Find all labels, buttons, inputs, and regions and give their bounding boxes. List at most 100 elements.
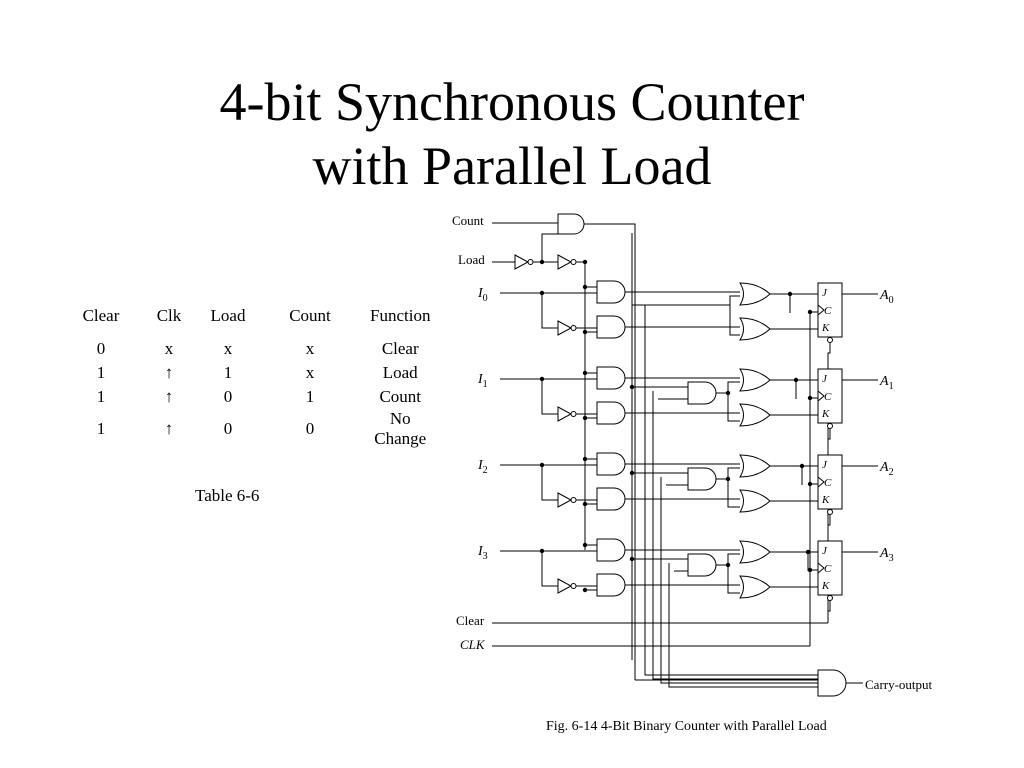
- junction-dot: [582, 370, 588, 376]
- wire: [541, 465, 558, 501]
- junction-dot: [807, 481, 813, 487]
- ff-clear-bubble: [827, 509, 833, 515]
- wire: [644, 305, 820, 676]
- junction-dot: [725, 562, 731, 568]
- junction-dot: [793, 377, 799, 383]
- output-label: A2: [879, 460, 894, 478]
- wire: [716, 381, 740, 394]
- wire: [729, 305, 740, 336]
- table-cell: 0: [96, 339, 106, 358]
- junction-dot: [725, 476, 731, 482]
- wire: [668, 563, 820, 688]
- junction-dot: [582, 587, 588, 593]
- and-gate: [596, 538, 626, 562]
- clk-input-label: CLK: [460, 637, 486, 652]
- junction-dot: [539, 290, 545, 296]
- junction-dot: [539, 376, 545, 382]
- or-gate: [739, 317, 771, 341]
- table-row: 1 ↑ 0 1 Count: [70, 385, 430, 409]
- wire: [716, 467, 740, 480]
- data-input-label: I3: [477, 544, 488, 562]
- junction-dot: [582, 542, 588, 548]
- and-gate: [596, 280, 626, 304]
- ff-c-pin: C: [824, 477, 832, 489]
- junction-dot: [582, 284, 588, 290]
- output-label: A0: [879, 288, 894, 306]
- table-header-row: Clear Clk Load Count Function: [70, 305, 431, 327]
- wire: [809, 311, 818, 646]
- junction-dot: [582, 259, 588, 265]
- ff-k-pin: K: [821, 322, 830, 334]
- load-input-label: Load: [458, 252, 485, 267]
- junction-dot: [805, 549, 811, 555]
- junction-dots: [539, 259, 813, 593]
- ff-c-pin: C: [824, 563, 832, 575]
- and-gate: [596, 401, 626, 425]
- table-cell: x: [164, 339, 174, 358]
- table-cell: 1: [305, 387, 315, 406]
- truth-table: Clear Clk Load Count Function 0 x x x Cl…: [70, 305, 431, 449]
- junction-dot: [799, 463, 805, 469]
- ff-j-pin: J: [822, 459, 828, 471]
- wire: [652, 391, 820, 680]
- wire: [809, 397, 818, 646]
- ff-k-pin: K: [821, 580, 830, 592]
- output-label: A1: [879, 374, 894, 392]
- table-cell: ↑: [164, 419, 174, 438]
- and-gate: [687, 467, 717, 491]
- table-caption: Table 6-6: [195, 486, 260, 505]
- or-gate: [739, 575, 771, 599]
- jk-flip-flop: [817, 454, 843, 510]
- header-load: Load: [210, 306, 246, 325]
- junction-dot: [787, 291, 793, 297]
- data-input-label: I2: [477, 458, 488, 476]
- ff-c-pin: C: [824, 305, 832, 317]
- header-function: Function: [370, 306, 431, 325]
- title-line-1: 4-bit Synchronous Counter: [219, 72, 805, 132]
- ff-clock-marker: [817, 476, 825, 488]
- data-input-label: I0: [477, 286, 488, 304]
- inverter-bubble: [570, 583, 577, 589]
- wire: [727, 393, 740, 422]
- and-gate: [596, 366, 626, 390]
- inverter-gate: [557, 254, 573, 270]
- and-gate: [596, 573, 626, 597]
- and-gate: [687, 381, 717, 405]
- junction-dot: [582, 415, 588, 421]
- wire: [727, 565, 740, 594]
- or-gate: [739, 403, 771, 427]
- inverter-bubble: [570, 325, 577, 331]
- table-cell: 1: [96, 387, 106, 406]
- ff-clear-bubble: [827, 337, 833, 343]
- inverter-gate: [514, 254, 530, 270]
- or-gate: [739, 540, 771, 564]
- junction-dot: [629, 384, 635, 390]
- junction-dot: [582, 329, 588, 335]
- table-cell: Count: [379, 387, 421, 406]
- wire: [541, 233, 558, 262]
- table-cell: x: [223, 339, 233, 358]
- wire: [660, 477, 820, 684]
- ff-k-pin: K: [821, 494, 830, 506]
- header-clk: Clk: [156, 306, 182, 325]
- junction-dot: [807, 567, 813, 573]
- wire: [541, 293, 558, 329]
- jk-flip-flop: [817, 368, 843, 424]
- ff-k-pin: K: [821, 408, 830, 420]
- table-cell: 1: [96, 363, 106, 382]
- and-gate: [596, 487, 626, 511]
- wire: [716, 553, 740, 566]
- junction-dot: [629, 470, 635, 476]
- wire: [541, 551, 558, 587]
- junction-dot: [807, 395, 813, 401]
- table-cell: ↑: [164, 387, 174, 406]
- or-gate: [739, 454, 771, 478]
- table-cell: 0: [223, 387, 233, 406]
- ff-clock-marker: [817, 562, 825, 574]
- table-row: 1 ↑ 1 x Load: [70, 361, 430, 385]
- junction-dot: [539, 548, 545, 554]
- output-label: A3: [879, 546, 894, 564]
- ff-j-pin: J: [822, 373, 828, 385]
- inverter-bubble: [570, 411, 577, 417]
